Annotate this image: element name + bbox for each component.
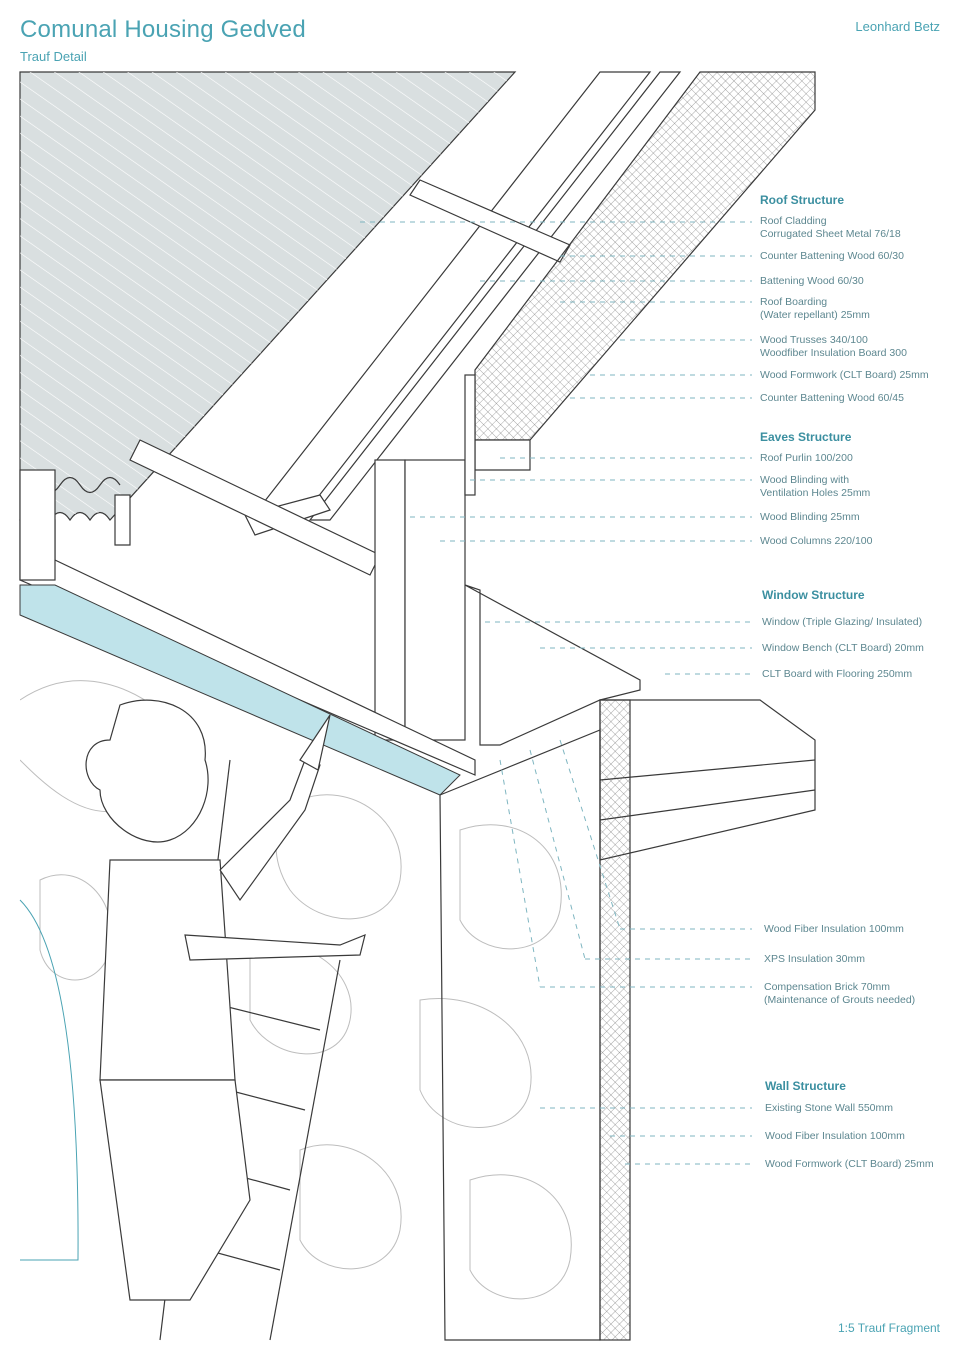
roof-structure-heading: Roof Structure: [760, 193, 844, 207]
label-wood-blinding: Wood Blinding 25mm: [760, 511, 860, 523]
label-clt-board: CLT Board with Flooring 250mm: [762, 668, 913, 680]
label-compensation-brick: Compensation Brick 70mm (Maintenance of …: [764, 981, 916, 1006]
floor-slab: [464, 584, 816, 861]
scale-note: 1:5 Trauf Fragment: [837, 1321, 940, 1335]
label-window: Window (Triple Glazing/ Insulated): [762, 616, 923, 628]
roof-layers: [129, 71, 682, 576]
label-window-bench: Window Bench (CLT Board) 20mm: [762, 642, 924, 654]
label-wall-wood-fiber: Wood Fiber Insulation 100mm: [765, 1130, 905, 1142]
window-structure-heading: Window Structure: [762, 588, 865, 602]
label-roof-cladding: Roof Cladding Corrugated Sheet Metal 76/…: [760, 215, 901, 240]
wall-insulation: [599, 699, 631, 1341]
window-opening: [19, 899, 79, 1261]
label-xps-insulation: XPS Insulation 30mm: [764, 953, 865, 965]
label-wood-fiber-insulation: Wood Fiber Insulation 100mm: [764, 923, 904, 935]
label-wood-columns: Wood Columns 220/100: [760, 535, 873, 547]
eaves-structure-heading: Eaves Structure: [760, 430, 852, 444]
label-roof-boarding: Roof Boarding (Water repellant) 25mm: [760, 296, 870, 321]
roof-insulation: [474, 71, 816, 471]
label-wood-blinding-vent: Wood Blinding with Ventilation Holes 25m…: [760, 474, 871, 499]
eaves-structure: [19, 374, 476, 776]
wall-structure-heading: Wall Structure: [765, 1079, 846, 1093]
author-name: Leonhard Betz: [855, 19, 940, 34]
label-stone-wall: Existing Stone Wall 550mm: [765, 1102, 893, 1114]
leader-lines: [360, 221, 752, 1165]
label-battening: Battening Wood 60/30: [760, 275, 864, 287]
label-counter-battening-45: Counter Battening Wood 60/45: [760, 392, 904, 404]
worker-figure: [85, 699, 366, 1301]
label-roof-purlin: Roof Purlin 100/200: [760, 452, 853, 464]
page-title: Comunal Housing Gedved: [20, 16, 306, 43]
label-wood-formwork-roof: Wood Formwork (CLT Board) 25mm: [760, 369, 929, 381]
label-wall-wood-formwork: Wood Formwork (CLT Board) 25mm: [765, 1158, 934, 1170]
page-subtitle: Trauf Detail: [20, 49, 87, 64]
brick-ledge: [19, 584, 461, 796]
label-wood-trusses: Wood Trusses 340/100 Woodfiber Insulatio…: [760, 334, 907, 359]
label-counter-battening: Counter Battening Wood 60/30: [760, 250, 904, 262]
wall-edge: [439, 729, 601, 1341]
